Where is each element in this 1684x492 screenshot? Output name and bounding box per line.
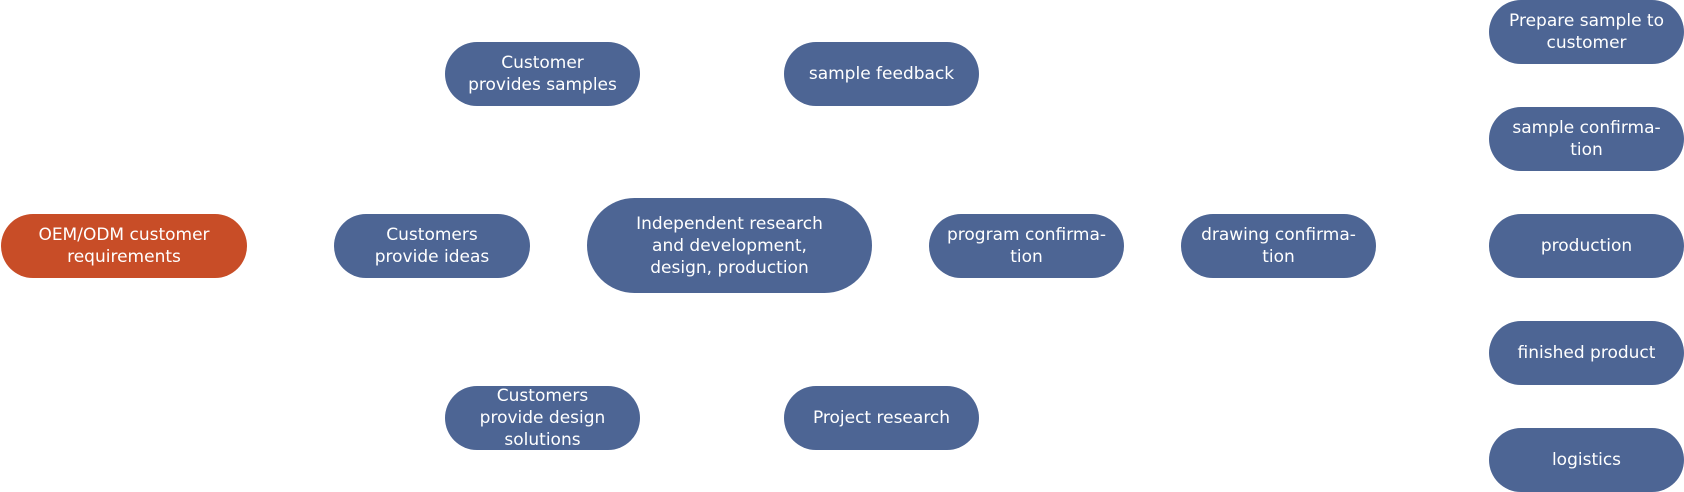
node-customers-provide-design-solutions-label: Customers provide design solutions xyxy=(479,386,606,450)
node-logistics-label: logistics xyxy=(1551,450,1622,470)
node-finished-product: finished product xyxy=(1489,321,1684,385)
node-customer-provides-samples-label: Customer provides samples xyxy=(468,53,617,95)
node-logistics: logistics xyxy=(1489,428,1684,492)
node-sample-feedback-label: sample feedback xyxy=(808,64,955,84)
node-prepare-sample: Prepare sample to customer xyxy=(1489,0,1684,64)
node-drawing-confirmation: drawing confirma-tion xyxy=(1181,214,1376,278)
node-independent-rd: Independent research and development, de… xyxy=(587,198,872,293)
node-sample-feedback: sample feedback xyxy=(784,42,979,106)
node-customers-provide-ideas-label: Customers provide ideas xyxy=(374,225,490,267)
node-production-label: production xyxy=(1540,236,1633,256)
node-production: production xyxy=(1489,214,1684,278)
node-sample-confirmation: sample confirma-tion xyxy=(1489,107,1684,171)
node-customers-provide-design-solutions: Customers provide design solutions xyxy=(445,386,640,450)
node-independent-rd-label: Independent research and development, de… xyxy=(636,213,823,278)
node-prepare-sample-label: Prepare sample to customer xyxy=(1509,11,1664,53)
node-project-research-label: Project research xyxy=(812,408,951,428)
node-drawing-confirmation-label: drawing confirma-tion xyxy=(1201,225,1356,267)
node-customers-provide-ideas: Customers provide ideas xyxy=(334,214,530,278)
node-oem-odm-requirements-label: OEM/ODM customer requirements xyxy=(38,225,210,267)
node-oem-odm-requirements: OEM/ODM customer requirements xyxy=(1,214,247,278)
node-program-confirmation-label: program confirma-tion xyxy=(947,225,1107,267)
node-project-research: Project research xyxy=(784,386,979,450)
node-finished-product-label: finished product xyxy=(1517,343,1656,363)
node-sample-confirmation-label: sample confirma-tion xyxy=(1512,118,1661,160)
node-customer-provides-samples: Customer provides samples xyxy=(445,42,640,106)
node-program-confirmation: program confirma-tion xyxy=(929,214,1124,278)
